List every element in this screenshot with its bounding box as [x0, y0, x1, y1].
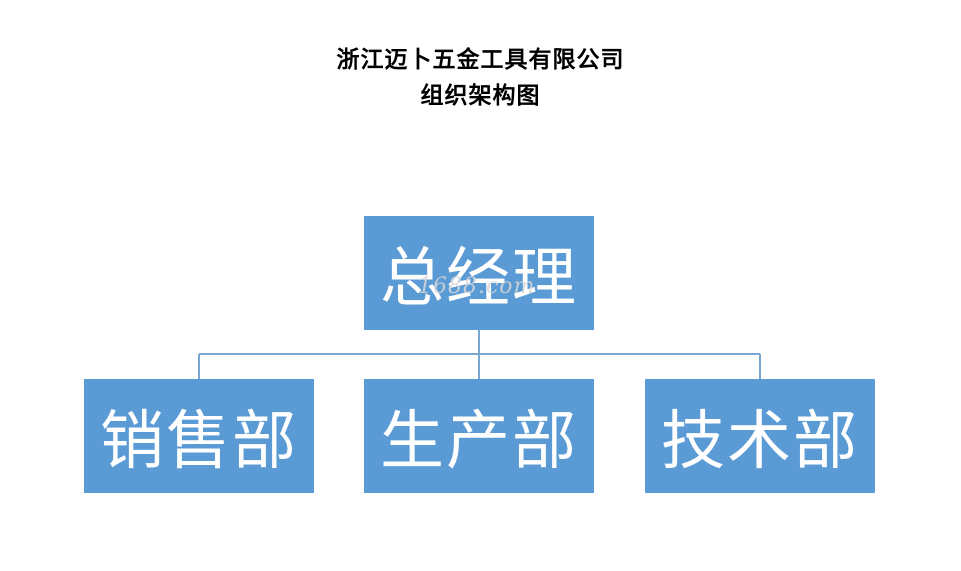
org-node-label: 销售部: [100, 405, 298, 479]
org-node-technical-dept: 技术部: [645, 379, 875, 493]
org-node-production-dept: 生产部: [364, 379, 594, 493]
diagram-subtitle: 组织架构图: [420, 83, 541, 109]
org-node-sales-dept: 销售部: [84, 379, 314, 493]
company-name: 浙江迈卜五金工具有限公司: [336, 47, 625, 73]
org-node-general-manager: 总经理: [364, 216, 594, 330]
org-node-label: 生产部: [380, 405, 578, 479]
org-node-label: 技术部: [661, 405, 859, 479]
org-node-label: 总经理: [380, 242, 578, 316]
diagram-title: 浙江迈卜五金工具有限公司 组织架构图: [0, 42, 961, 114]
watermark: 1688.com: [418, 274, 536, 299]
